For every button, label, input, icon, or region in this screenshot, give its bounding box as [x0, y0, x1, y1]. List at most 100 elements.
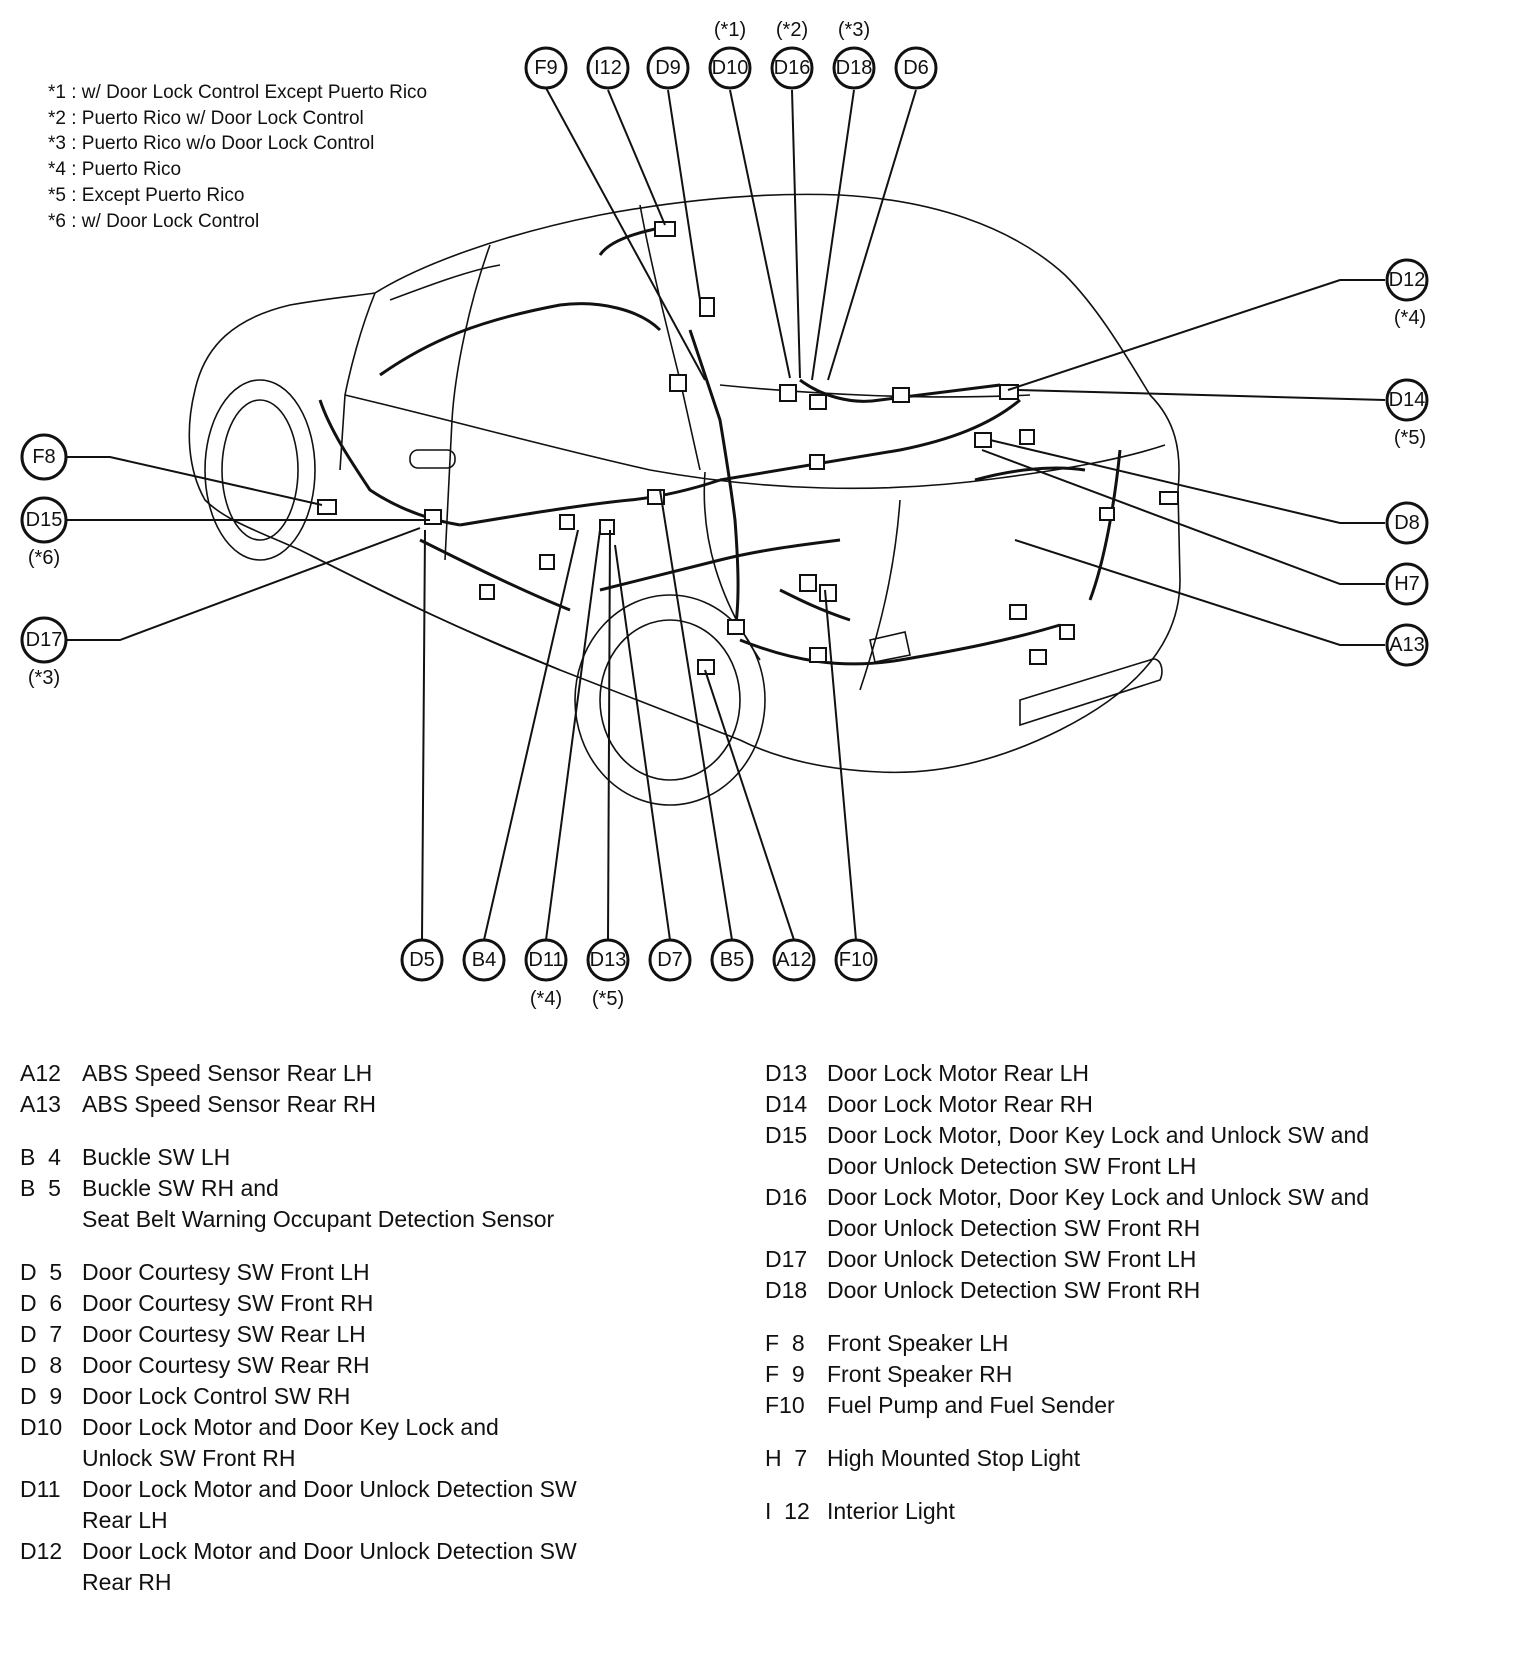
legend-code: D14: [765, 1091, 808, 1117]
legend-code: [20, 1204, 82, 1235]
legend-description: Door Unlock Detection SW Front RH: [827, 1215, 1201, 1241]
callout-note: (*2): [776, 19, 808, 41]
callout-note: (*3): [28, 667, 60, 689]
legend-description: Door Lock Motor, Door Key Lock and Unloc…: [827, 1122, 1370, 1148]
wiring-location-diagram: *1 : w/ Door Lock Control Except Puerto …: [20, 19, 1429, 1010]
footnote-1: *1 : w/ Door Lock Control Except Puerto …: [48, 82, 427, 103]
callout-label: D12: [1389, 269, 1426, 291]
legend-description: Seat Belt Warning Occupant Detection Sen…: [82, 1206, 555, 1232]
legend-row: Seat Belt Warning Occupant Detection Sen…: [20, 1204, 720, 1235]
legend-description: Door Courtesy SW Front LH: [82, 1259, 370, 1285]
callout-D7: D7: [648, 938, 692, 982]
legend-code: D18: [765, 1277, 808, 1303]
legend-description: Fuel Pump and Fuel Sender: [827, 1392, 1115, 1418]
footnote-5: *5 : Except Puerto Rico: [48, 185, 244, 206]
legend-group: H 7 High Mounted Stop Light: [765, 1443, 1495, 1474]
legend-code: D 6: [20, 1290, 63, 1316]
legend-code: D12: [20, 1538, 63, 1564]
callout-label: D17: [26, 629, 63, 651]
callout-D10: D10 (*1): [708, 19, 752, 90]
legend-row: Rear LH: [20, 1505, 720, 1536]
legend-description: Door Lock Motor and Door Unlock Detectio…: [82, 1476, 577, 1502]
callout-label: D5: [409, 949, 435, 971]
legend-description: Rear LH: [82, 1507, 168, 1533]
callout-note: (*6): [28, 547, 60, 569]
legend-group: D 5 Door Courtesy SW Front LH D 6 Door Cour…: [20, 1257, 720, 1598]
legend-code: D10: [20, 1414, 63, 1440]
legend-row: F 9 Front Speaker RH: [765, 1359, 1495, 1390]
callout-B4: B4: [462, 938, 506, 982]
callout-H7: H7: [1385, 562, 1429, 606]
legend-description: High Mounted Stop Light: [827, 1445, 1081, 1471]
legend-row: Door Unlock Detection SW Front LH: [765, 1151, 1495, 1182]
legend-description: Front Speaker RH: [827, 1361, 1013, 1387]
legend-description: Door Lock Motor, Door Key Lock and Unloc…: [827, 1184, 1370, 1210]
footnote-list: *1 : w/ Door Lock Control Except Puerto …: [48, 82, 427, 232]
callout-label: D18: [836, 57, 873, 79]
legend-row: H 7 High Mounted Stop Light: [765, 1443, 1495, 1474]
callout-label: A12: [776, 949, 812, 971]
legend-description: Door Unlock Detection SW Front RH: [827, 1277, 1201, 1303]
legend-description: Door Unlock Detection SW Front LH: [827, 1153, 1197, 1179]
callout-label: H7: [1394, 573, 1420, 595]
legend-description: ABS Speed Sensor Rear LH: [82, 1060, 373, 1086]
callout-A12: A12: [772, 938, 816, 982]
legend-code: [20, 1443, 82, 1474]
callout-label: D9: [655, 57, 681, 79]
legend-code: H 7: [765, 1445, 808, 1471]
callout-F8: F8: [20, 433, 68, 481]
legend-code: D 9: [20, 1383, 63, 1409]
callout-note: (*3): [838, 19, 870, 41]
callout-A13: A13: [1385, 623, 1429, 667]
footnote-2: *2 : Puerto Rico w/ Door Lock Control: [48, 108, 364, 129]
legend-code: D 8: [20, 1352, 63, 1378]
callout-label: D13: [590, 949, 627, 971]
callout-D5: D5: [400, 938, 444, 982]
callout-label: D10: [712, 57, 749, 79]
legend-code: D 5: [20, 1259, 63, 1285]
legend-code: F10: [765, 1392, 805, 1418]
legend-code: [765, 1151, 827, 1182]
callout-D14: D14(*5): [1385, 378, 1429, 449]
callout-label: B5: [720, 949, 744, 971]
callout-D18: D18 (*3): [832, 19, 876, 90]
callout-label: D16: [774, 57, 811, 79]
legend-code: D16: [765, 1184, 808, 1210]
callout-label: D11: [528, 949, 563, 971]
callout-label: F10: [839, 949, 873, 971]
callout-D16: D16 (*2): [770, 19, 814, 90]
callout-D11: D11(*4): [524, 938, 568, 1010]
legend-code: [765, 1213, 827, 1244]
callout-label: D7: [657, 949, 683, 971]
legend-code: A12: [20, 1060, 61, 1086]
legend-code: D15: [765, 1122, 808, 1148]
callout-label: D6: [903, 57, 929, 79]
wire-harness: [318, 226, 1122, 666]
legend-description: Front Speaker LH: [827, 1330, 1009, 1356]
callout-note: (*1): [714, 19, 746, 41]
legend-description: Door Lock Control SW RH: [82, 1383, 351, 1409]
callout-note: (*4): [1394, 307, 1426, 329]
legend-description: Unlock SW Front RH: [82, 1445, 296, 1471]
footnote-4: *4 : Puerto Rico: [48, 159, 181, 180]
legend-description: Door Courtesy SW Front RH: [82, 1290, 374, 1316]
legend-row: F10 Fuel Pump and Fuel Sender: [765, 1390, 1495, 1421]
legend-code: B 5: [20, 1175, 61, 1201]
legend-row: A12 ABS Speed Sensor Rear LH: [20, 1058, 720, 1089]
legend-code: F 9: [765, 1361, 805, 1387]
legend-code: [20, 1505, 82, 1536]
legend-description: Door Lock Motor Rear LH: [827, 1060, 1090, 1086]
